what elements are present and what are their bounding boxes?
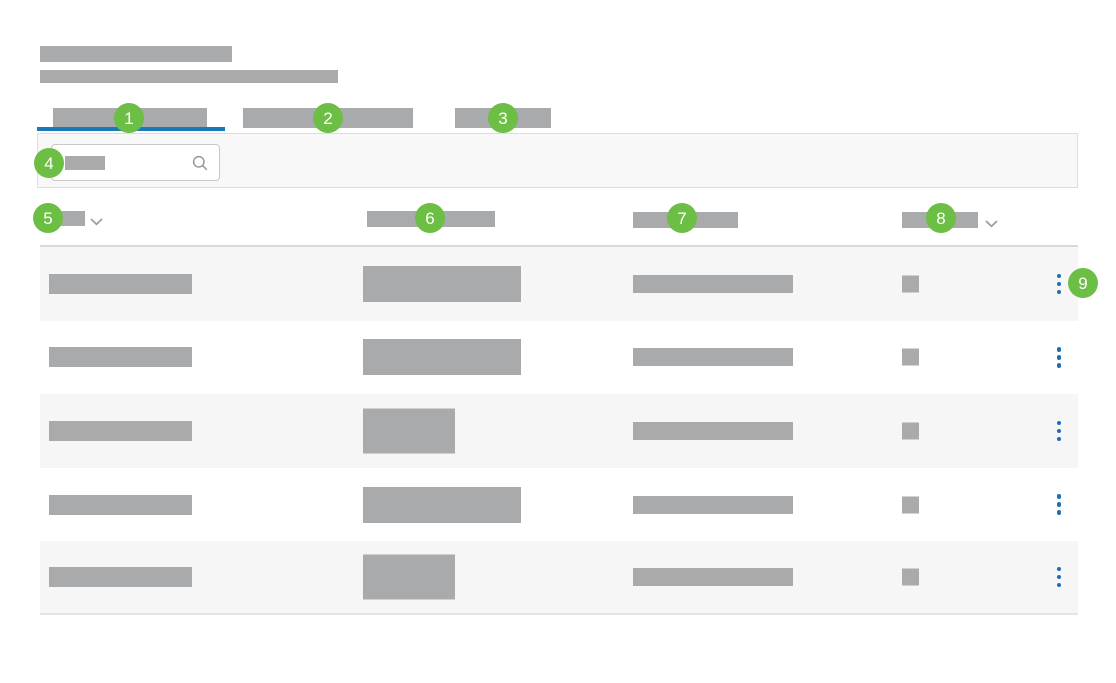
- kebab-dot: [1056, 273, 1062, 279]
- kebab-dot: [1056, 428, 1062, 434]
- cell-skeleton-status-square: [902, 496, 919, 514]
- kebab-dot: [1056, 436, 1062, 442]
- annotation-badge-6: 6: [415, 203, 445, 233]
- cell-skeleton-col3: [633, 274, 793, 293]
- kebab-dot: [1056, 494, 1062, 499]
- cell-skeleton-status-square: [902, 568, 919, 586]
- search-input[interactable]: [51, 144, 220, 181]
- cell-skeleton-col3: [633, 348, 793, 367]
- annotation-badge-4: 4: [34, 148, 64, 178]
- cell-skeleton-col2: [363, 554, 455, 600]
- kebab-dot: [1056, 582, 1062, 588]
- page-title-skeleton: [40, 46, 232, 62]
- kebab-dot: [1056, 510, 1062, 515]
- annotation-badge-9: 9: [1068, 268, 1098, 298]
- cell-skeleton-col1: [49, 567, 192, 588]
- cell-skeleton-col3: [633, 421, 793, 440]
- cell-skeleton-status-square: [902, 275, 919, 293]
- kebab-dot: [1056, 574, 1062, 580]
- table-row-4: [40, 467, 1078, 542]
- row-5-actions-kebab-button[interactable]: [1048, 563, 1070, 591]
- cell-skeleton-status-square: [902, 422, 919, 440]
- search-placeholder-skeleton: [65, 156, 105, 170]
- cell-skeleton-col2: [363, 265, 521, 302]
- chevron-down-icon: [90, 214, 103, 229]
- kebab-dot: [1056, 566, 1062, 572]
- annotation-badge-1: 1: [114, 103, 144, 133]
- row-1-actions-kebab-button[interactable]: [1048, 270, 1070, 298]
- kebab-dot: [1056, 502, 1062, 507]
- cell-skeleton-col1: [49, 420, 192, 441]
- row-2-actions-kebab-button[interactable]: [1048, 343, 1070, 371]
- kebab-dot: [1056, 363, 1062, 368]
- table-row-1: [40, 247, 1078, 321]
- kebab-dot: [1056, 347, 1062, 352]
- cell-skeleton-col2: [363, 486, 521, 523]
- kebab-dot: [1056, 289, 1062, 295]
- page-subtitle-skeleton: [40, 70, 338, 83]
- table-row-2: [40, 320, 1078, 395]
- cell-skeleton-col3: [633, 568, 793, 587]
- table-body: [40, 247, 1078, 615]
- kebab-dot: [1056, 355, 1062, 360]
- header-divider: [40, 245, 1078, 247]
- annotation-badge-8: 8: [926, 203, 956, 233]
- kebab-dot: [1056, 420, 1062, 426]
- table-row-5: [40, 541, 1078, 615]
- row-3-actions-kebab-button[interactable]: [1048, 417, 1070, 445]
- annotation-badge-2: 2: [313, 103, 343, 133]
- cell-skeleton-col1: [49, 494, 192, 515]
- row-4-actions-kebab-button[interactable]: [1048, 491, 1070, 519]
- cell-skeleton-col1: [49, 273, 192, 294]
- filter-panel: [37, 133, 1078, 188]
- annotation-badge-7: 7: [667, 203, 697, 233]
- table-row-3: [40, 394, 1078, 468]
- annotation-badge-3: 3: [488, 103, 518, 133]
- cell-skeleton-col2: [363, 339, 521, 376]
- cell-skeleton-status-square: [902, 348, 919, 366]
- annotation-badge-5: 5: [33, 203, 63, 233]
- cell-skeleton-col2: [363, 408, 455, 454]
- cell-skeleton-col1: [49, 347, 192, 368]
- kebab-dot: [1056, 281, 1062, 287]
- magnifier-icon[interactable]: [191, 154, 209, 172]
- chevron-down-icon: [985, 216, 998, 231]
- cell-skeleton-col3: [633, 495, 793, 514]
